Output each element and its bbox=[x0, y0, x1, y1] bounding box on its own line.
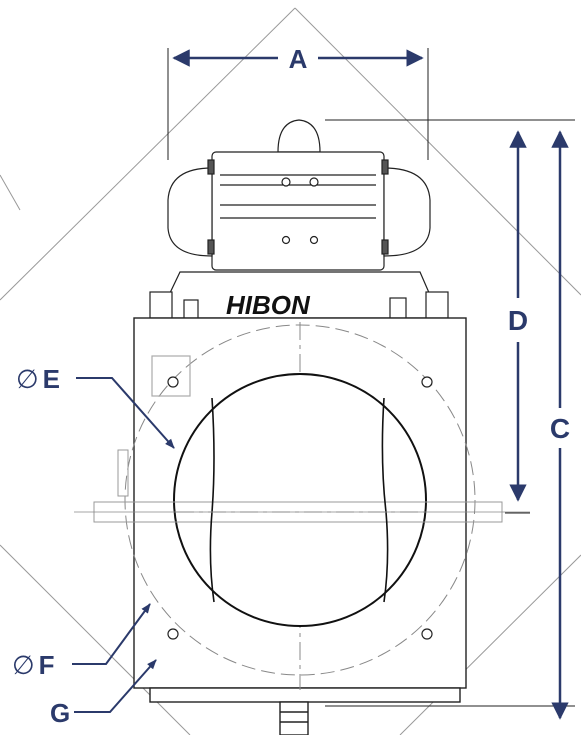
leader-e bbox=[76, 377, 175, 449]
leader-g bbox=[74, 659, 157, 713]
dimension-d-label: D bbox=[508, 305, 528, 336]
valve-disc bbox=[74, 397, 530, 603]
dimension-a-label: A bbox=[289, 44, 308, 74]
dimension-e-label: ∅E bbox=[16, 364, 60, 395]
leader-f bbox=[72, 603, 151, 665]
dimension-f-label: ∅F bbox=[12, 650, 55, 681]
dimension-c-label: C bbox=[550, 413, 570, 444]
bolt-holes bbox=[151, 355, 433, 640]
bore bbox=[173, 373, 427, 627]
dimension-g-label: G bbox=[50, 698, 70, 728]
dimension-a bbox=[167, 48, 429, 160]
dimension-d bbox=[325, 119, 575, 514]
brand-logo: HIBON bbox=[226, 290, 311, 320]
dimension-c bbox=[325, 130, 575, 720]
actuator bbox=[167, 119, 431, 271]
background-frame bbox=[0, 7, 581, 735]
